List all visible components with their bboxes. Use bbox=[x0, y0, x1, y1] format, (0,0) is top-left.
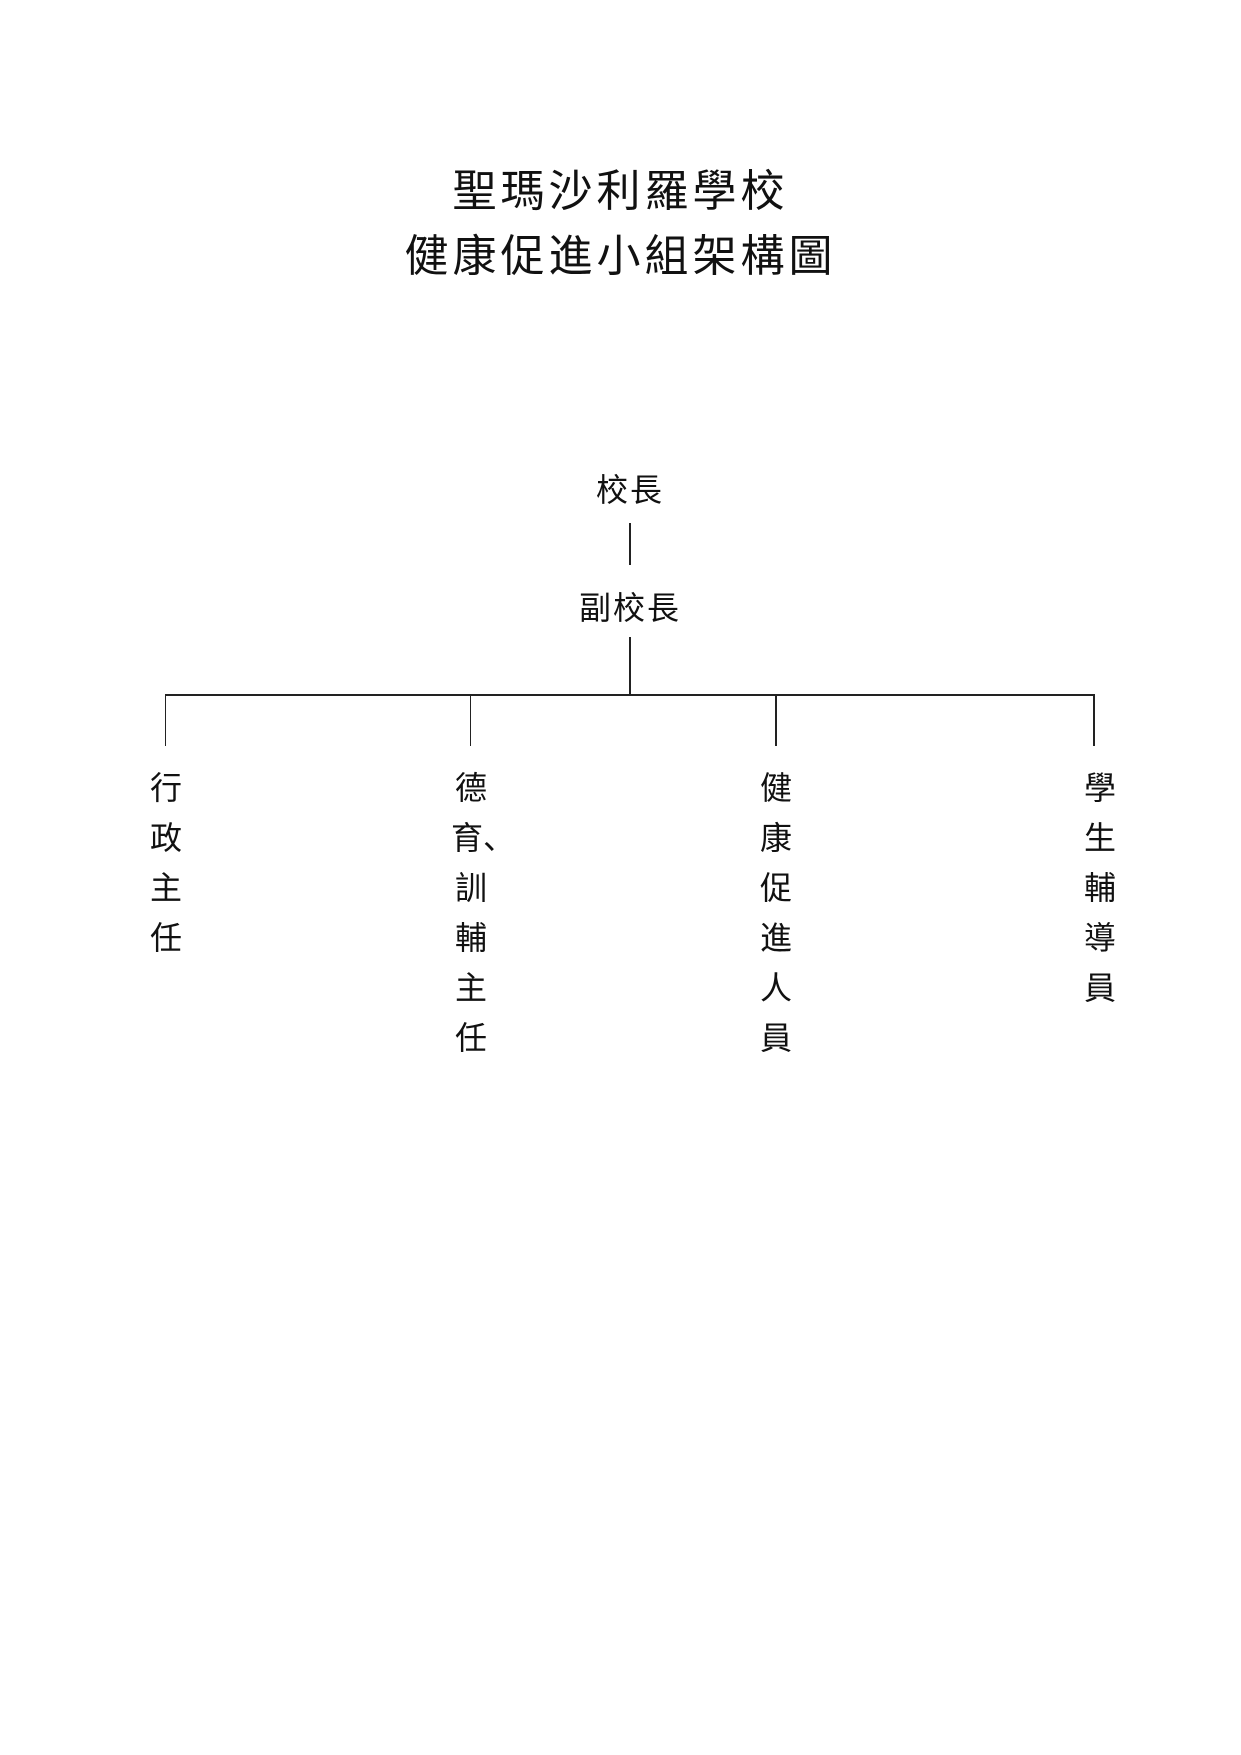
node-vice-principal: 副校長 bbox=[578, 589, 682, 627]
drop-line-4 bbox=[1093, 694, 1095, 746]
connector-principal-vice bbox=[629, 523, 631, 565]
chart-title: 健康促進小組架構圖 bbox=[404, 231, 837, 282]
horizontal-branch-line bbox=[165, 694, 1094, 696]
node-health-promotion-staff: 健康促進人員 bbox=[759, 769, 792, 1057]
node-principal: 校長 bbox=[595, 471, 665, 509]
drop-line-2 bbox=[470, 694, 471, 746]
node-admin-head: 行政主任 bbox=[149, 769, 182, 957]
node-student-counsellor: 學生輔導員 bbox=[1083, 769, 1116, 1007]
connector-vice-branch bbox=[629, 637, 631, 695]
drop-line-1 bbox=[165, 694, 166, 746]
node-moral-discipline-head: 德育、訓輔主任 bbox=[451, 769, 516, 1057]
school-title: 聖瑪沙利羅學校 bbox=[452, 166, 789, 217]
drop-line-3 bbox=[775, 694, 777, 746]
